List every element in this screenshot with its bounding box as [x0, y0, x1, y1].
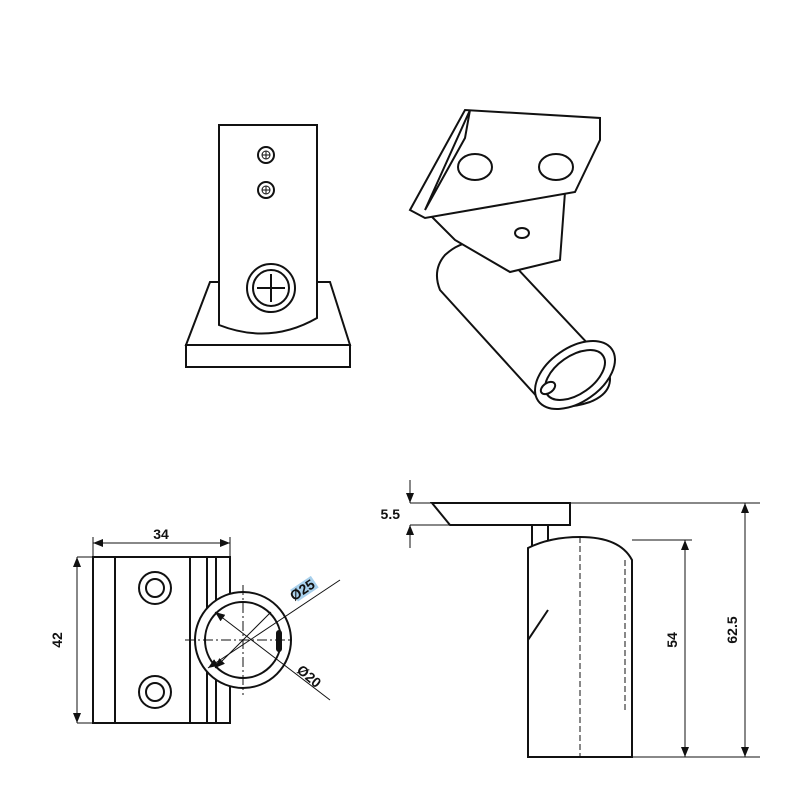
width-dimension-label: 34 — [153, 526, 169, 542]
mounting-hole — [457, 153, 493, 181]
side-view: 5.5 54 62.5 — [381, 480, 760, 758]
screw-icon — [257, 146, 275, 164]
plate-thickness-label: 5.5 — [381, 506, 401, 522]
inner-diameter-label: Ø20 — [294, 662, 325, 691]
height-dimension-label: 42 — [49, 632, 65, 648]
top-view: 34 42 Ø25 Ø20 — [49, 526, 341, 724]
set-screw-icon — [539, 380, 557, 396]
set-screw-icon — [276, 630, 282, 652]
base-plate-front — [185, 344, 351, 368]
overall-height-label: 62.5 — [724, 616, 740, 643]
top-plate — [429, 502, 571, 526]
screw-icon — [257, 181, 275, 199]
tube-length-label: 54 — [664, 632, 680, 648]
selection-highlight — [290, 575, 319, 602]
front-perspective-view — [184, 124, 352, 368]
mounting-hole — [538, 153, 574, 181]
tube-end-outer — [534, 340, 616, 410]
set-screw-icon — [246, 263, 296, 313]
mounting-hole — [138, 675, 172, 709]
isometric-view — [408, 108, 616, 410]
mounting-hole — [138, 571, 172, 605]
screw-hole — [514, 227, 530, 239]
